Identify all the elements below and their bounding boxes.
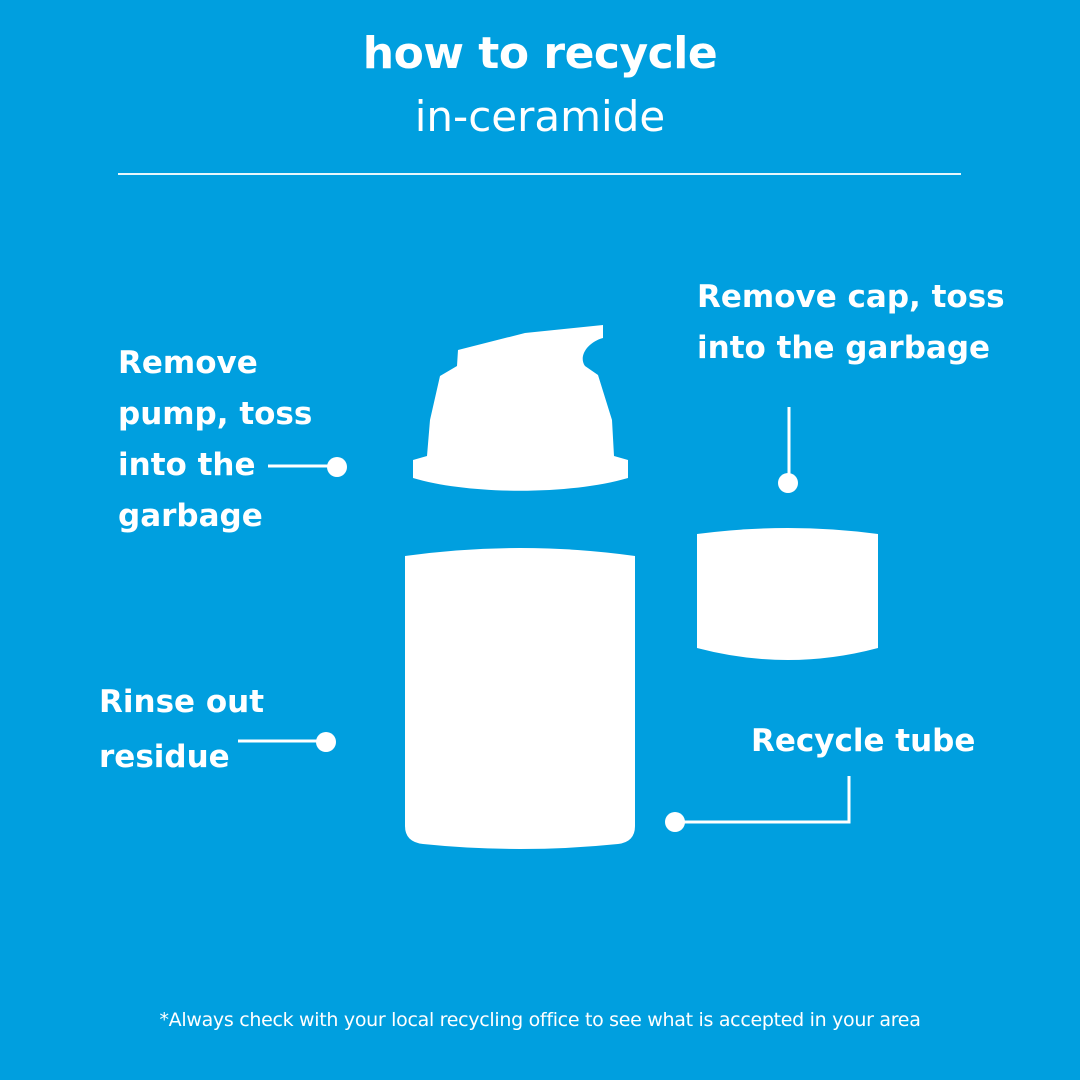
header-divider — [118, 173, 961, 175]
page-title: how to recycle — [362, 28, 718, 79]
step-remove-pump: Remove pump, toss into the garbage — [118, 345, 313, 534]
footnote: *Always check with your local recycling … — [159, 1009, 921, 1031]
pump-connector — [268, 457, 347, 477]
recycle-connector — [665, 776, 851, 832]
cap-connector — [778, 407, 798, 493]
rinse-connector — [238, 732, 336, 752]
pump-illustration — [413, 325, 628, 491]
step-remove-cap: Remove cap, toss into the garbage — [697, 279, 1005, 366]
tube-illustration — [405, 548, 635, 849]
step-recycle-tube: Recycle tube — [751, 723, 976, 759]
step-rinse: Rinse out residue — [99, 684, 265, 775]
page-subtitle: in-ceramide — [414, 92, 666, 141]
cap-illustration — [697, 528, 878, 660]
